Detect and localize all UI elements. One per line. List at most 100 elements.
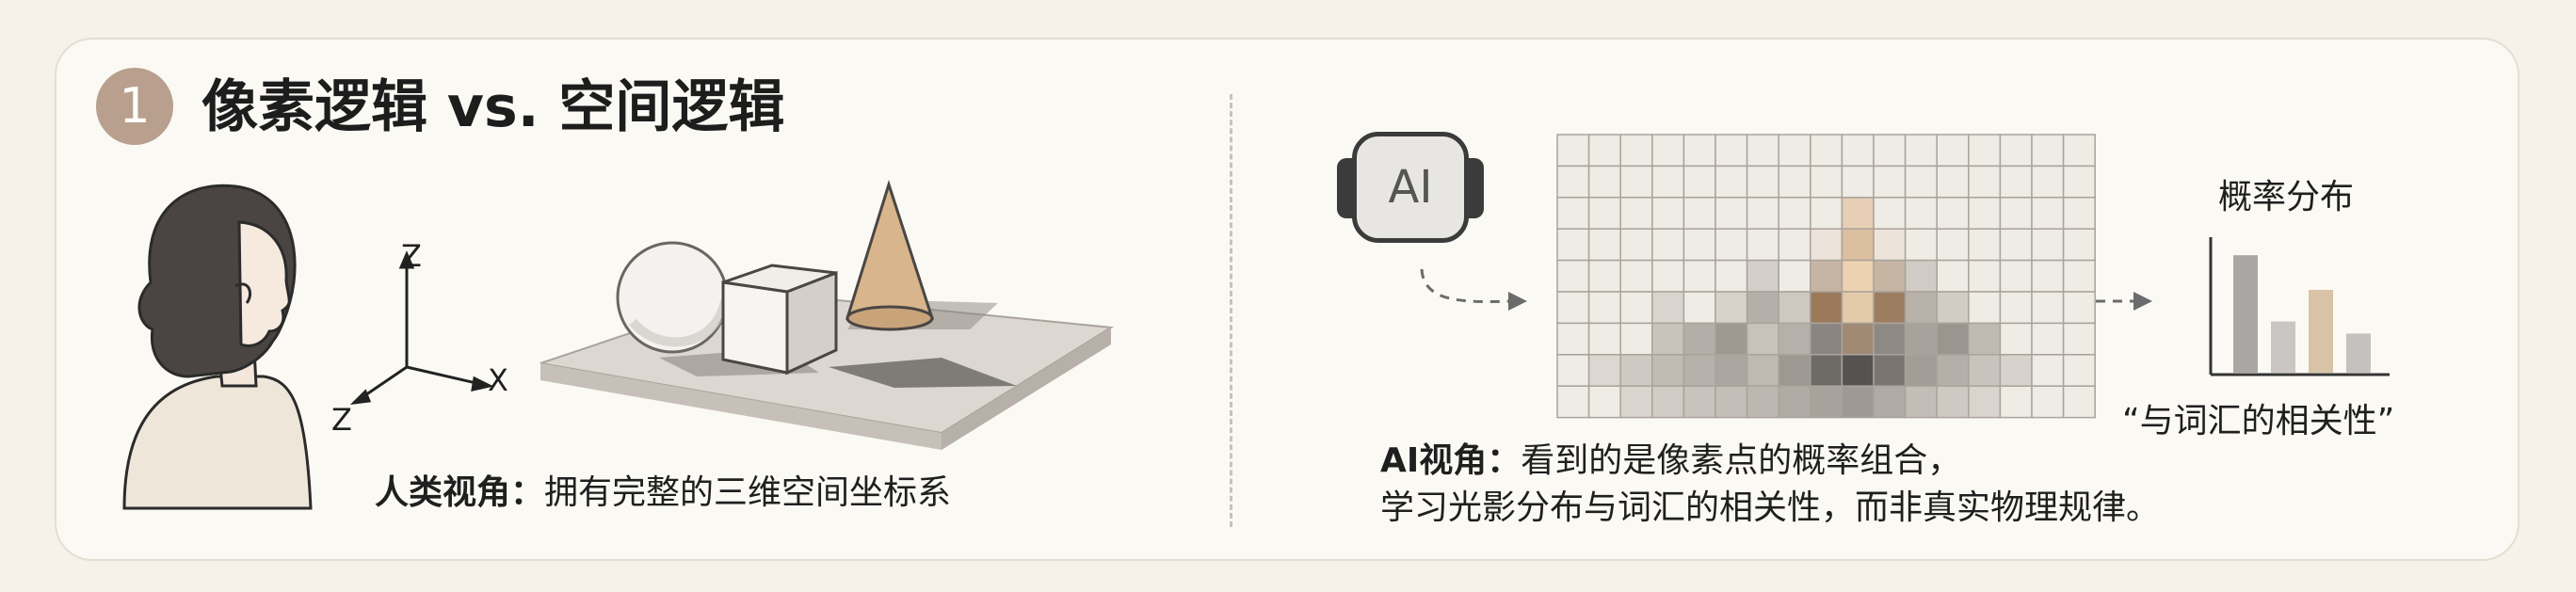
ai-icon: AI [1352,132,1469,243]
human-view-label: 人类视角： [375,473,545,512]
pixel-cell [1587,134,1621,168]
pixel-cell [1810,322,1843,356]
pixel-cell [1746,197,1779,230]
pixel-cell [1936,134,1970,168]
section-divider [1230,94,1232,527]
pixel-cell [1873,354,1907,387]
pixel-cell [1619,385,1653,419]
pixel-cell [1936,291,1970,325]
pixel-cell [1810,291,1843,325]
pixel-cell [1841,228,1875,262]
pixel-cell [1587,291,1621,325]
pixel-cell [1873,228,1907,262]
pixel-cell [1651,259,1685,293]
pixel-cell [1715,291,1748,325]
pixel-cell [1841,322,1875,356]
pixel-cell [1682,354,1716,387]
pixel-cell [1619,134,1653,168]
chart-subtitle: “与词汇的相关性” [2122,402,2395,440]
pixel-cell [1682,134,1716,168]
pixel-cell [1651,322,1685,356]
pixel-cell [1904,134,1938,168]
pixel-cell [2062,165,2096,199]
pixel-cell [2031,385,2065,419]
pixel-cell [1715,385,1748,419]
pixel-cell [1999,228,2033,262]
pixel-cell [2031,291,2065,325]
pixel-cell [1715,165,1748,199]
human-view-caption: 人类视角：拥有完整的三维空间坐标系 [375,471,951,516]
pixel-cell [2062,291,2096,325]
pixel-cell [1841,385,1875,419]
pixel-cell [1682,322,1716,356]
pixel-cell [1556,322,1590,356]
pixel-cell [1904,165,1938,199]
pixel-cell [1810,259,1843,293]
pixel-cell [1715,259,1748,293]
pixel-cell [1587,259,1621,293]
axis-label-z-out: Z [331,402,352,438]
pixel-cell [2062,259,2096,293]
pixel-cell [1999,197,2033,230]
pixel-cell [1778,228,1811,262]
pixel-cell [2031,197,2065,230]
probability-bar [2233,255,2258,373]
pixel-cell [1556,291,1590,325]
pixel-cell [1587,385,1621,419]
pixel-cell [1936,165,1970,199]
pixel-cell [1999,354,2033,387]
pixel-cell [1841,165,1875,199]
pixel-cell [2031,354,2065,387]
pixel-cell [1746,291,1779,325]
pixel-cell [1556,197,1590,230]
probability-chart [2209,237,2390,376]
pixel-cell [1587,197,1621,230]
pixel-cell [1778,134,1811,168]
ai-view-label: AI视角： [1380,441,1521,480]
pixel-cell [1619,322,1653,356]
pixel-cell [1651,291,1685,325]
probability-bar [2346,333,2371,373]
pixel-cell [1619,197,1653,230]
flow-arrows [1420,268,2152,311]
human-view-text: 拥有完整的三维空间坐标系 [544,473,952,512]
pixel-cell [1904,291,1938,325]
pixel-cell [1999,165,2033,199]
pixel-cell [1968,322,2002,356]
pixel-cell [1904,322,1938,356]
pixel-cell [1619,165,1653,199]
pixel-cell [1778,165,1811,199]
pixel-cell [1587,228,1621,262]
human-illustration [122,184,313,510]
pixel-grid [1556,134,2096,419]
pixel-cell [1841,291,1875,325]
pixel-cell [1556,134,1590,168]
pixel-cell [1682,197,1716,230]
pixel-cell [1936,385,1970,419]
pixel-cell [1715,228,1748,262]
pixel-cell [1556,228,1590,262]
ai-view-caption-line1: AI视角：看到的是像素点的概率组合， [1380,439,1961,484]
pixel-cell [1587,354,1621,387]
pixel-cell [1873,165,1907,199]
pixel-cell [2031,322,2065,356]
pixel-cell [1619,354,1653,387]
pixel-cell [1778,259,1811,293]
pixel-cell [1904,228,1938,262]
pixel-cell [1651,385,1685,419]
3d-scene [539,180,1115,450]
pixel-cell [1746,354,1779,387]
pixel-cell [1999,291,2033,325]
pixel-cell [1619,228,1653,262]
pixel-cell [1810,165,1843,199]
pixel-cell [2062,354,2096,387]
pixel-cell [1556,165,1590,199]
pixel-cell [1651,354,1685,387]
pixel-cell [1936,197,1970,230]
pixel-cell [1936,322,1970,356]
pixel-cell [1715,197,1748,230]
pixel-cell [1778,322,1811,356]
pixel-cell [1968,354,2002,387]
probability-bar [2271,321,2295,373]
